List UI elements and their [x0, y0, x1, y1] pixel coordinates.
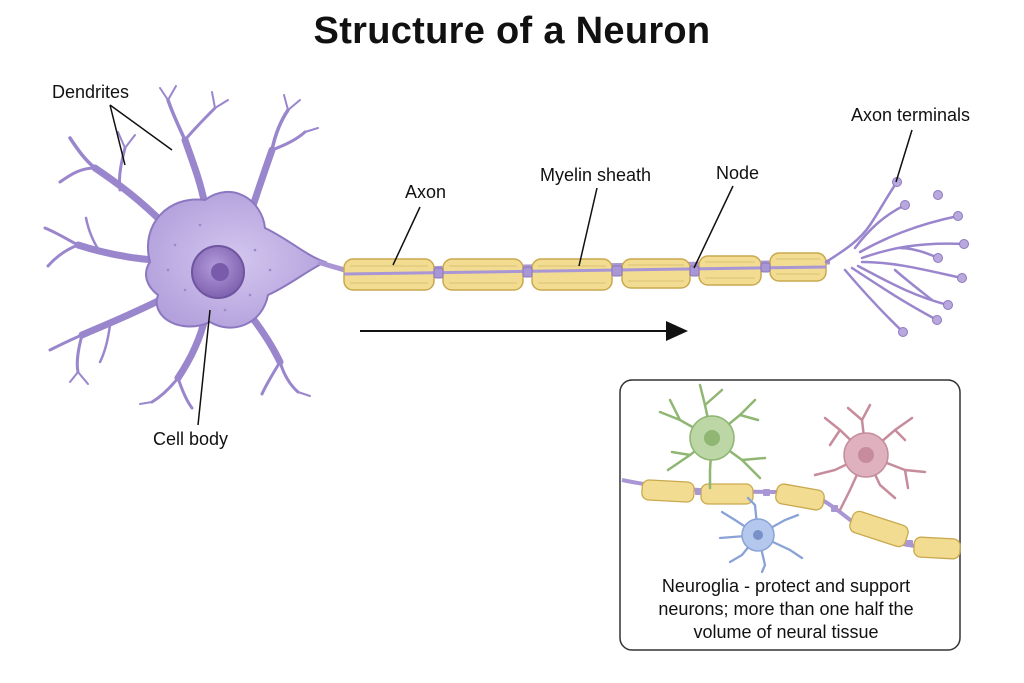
- myelin-segment: [531, 258, 613, 291]
- myelin-segment: [698, 255, 762, 286]
- caption-line: volume of neural tissue: [693, 622, 879, 642]
- label-cell-body: Cell body: [153, 429, 229, 449]
- label-axon: Axon: [405, 182, 447, 202]
- label-node: Node: [716, 163, 760, 183]
- glial-cell-blue: [718, 496, 804, 574]
- label-axon-terminals: Axon terminals: [851, 105, 971, 125]
- glial-cell-green: [658, 383, 767, 490]
- label-dendrites: Dendrites: [52, 82, 130, 102]
- caption-line: neurons; more than one half the: [658, 599, 914, 619]
- neuroglia-caption: Neuroglia - protect and support neurons;…: [636, 575, 936, 644]
- inset-axon: [621, 478, 961, 560]
- label-myelin-sheath: Myelin sheath: [540, 165, 652, 185]
- diagram-title: Structure of a Neuron: [313, 10, 711, 52]
- cytoplasm-dots: [166, 223, 272, 312]
- myelin-segment: [442, 258, 524, 291]
- nodes-of-ranvier: [433, 262, 771, 279]
- caption-line: Neuroglia - protect and support: [661, 576, 911, 596]
- leader-lines: [109, 104, 913, 426]
- myelin-segment: [621, 258, 691, 289]
- axon-terminals: [824, 180, 966, 334]
- dendrites: [43, 85, 319, 410]
- nucleolus: [211, 263, 229, 281]
- axon-center-line: [343, 265, 827, 276]
- glial-cell-pink: [813, 403, 927, 512]
- terminal-buttons: [892, 177, 969, 337]
